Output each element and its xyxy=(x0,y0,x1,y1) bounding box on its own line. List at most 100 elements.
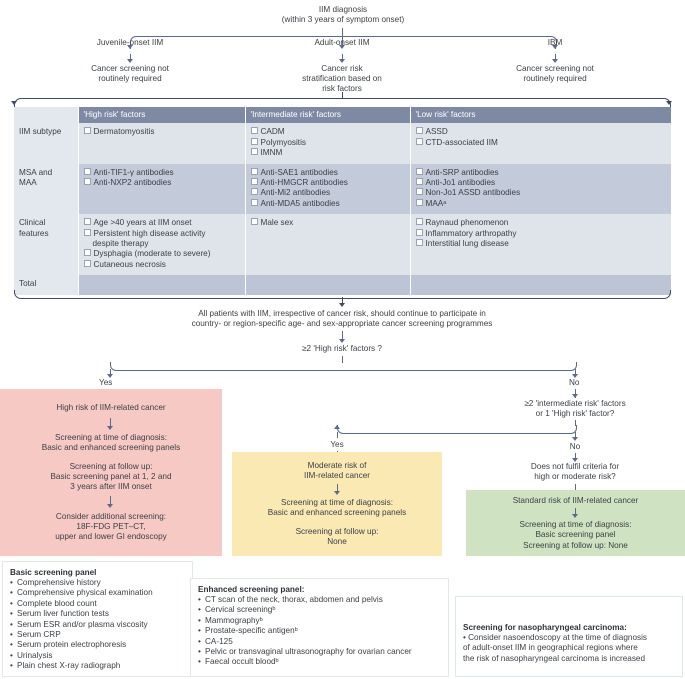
checkbox-item[interactable]: Cutaneous necrosis xyxy=(83,259,240,270)
high-risk-conn1 xyxy=(110,418,111,428)
checkbox-item[interactable]: Anti-SRP antibodies xyxy=(415,167,666,178)
list-item: Prostate-specific antigenᵇ xyxy=(198,626,441,637)
moderate-risk-title-line2: IIM-related cancer xyxy=(304,471,370,481)
table-row-total: Total xyxy=(14,275,672,295)
cell-subtype-intermediate: CADM Polymyositis IMNM xyxy=(245,123,411,164)
q2-yes-label: Yes xyxy=(330,440,344,449)
standard-risk-diagnosis-line1: Screening at time of diagnosis: xyxy=(519,520,632,529)
q2-no-to-criteria xyxy=(575,453,576,461)
table-brace-stem xyxy=(342,92,343,99)
table-header-blank xyxy=(14,107,79,124)
checkbox-icon[interactable] xyxy=(415,178,423,186)
list-item: Pelvic or transvaginal ultrasonography f… xyxy=(198,647,441,658)
checkbox-item[interactable]: Anti-SAE1 antibodies xyxy=(250,167,405,178)
checkbox-icon[interactable] xyxy=(415,137,423,145)
table-header-high: 'High risk' factors xyxy=(78,107,246,124)
checkbox-icon[interactable] xyxy=(250,178,258,186)
checkbox-icon[interactable] xyxy=(415,198,423,206)
moderate-risk-outcome-box xyxy=(232,452,442,556)
checkbox-icon[interactable] xyxy=(83,228,91,236)
cell-total-low[interactable] xyxy=(410,275,672,295)
high-risk-followup-line3: 3 years after IIM onset xyxy=(70,482,152,492)
checkbox-icon[interactable] xyxy=(250,167,258,175)
checkbox-item[interactable]: Raynaud phenomenon xyxy=(415,218,666,228)
high-risk-conn2 xyxy=(110,496,111,506)
branch-middle-stem xyxy=(342,36,343,46)
checkbox-icon[interactable] xyxy=(250,198,258,206)
checkbox-icon[interactable] xyxy=(415,167,423,175)
checkbox-icon[interactable] xyxy=(250,188,258,196)
checkbox-item[interactable]: CADM xyxy=(250,127,405,137)
high-risk-followup: Screening at follow up: Basic screening … xyxy=(0,462,222,493)
checkbox-icon[interactable] xyxy=(83,167,91,175)
checkbox-item[interactable]: Anti-Mi2 antibodies xyxy=(250,188,405,198)
list-item: Complete blood count xyxy=(10,599,185,610)
high-risk-followup-line2: Basic screening panel at 1, 2 and xyxy=(50,472,172,482)
q1-split-bracket xyxy=(110,362,577,371)
checkbox-icon[interactable] xyxy=(415,127,423,135)
checkbox-icon[interactable] xyxy=(250,137,258,145)
checkbox-icon[interactable] xyxy=(83,249,91,257)
list-item: Serum protein electrophoresis xyxy=(10,640,185,651)
adult-connector xyxy=(342,54,343,61)
cell-subtype-low: ASSD CTD-associated IIM xyxy=(410,123,672,164)
standard-risk-diagnosis: Screening at time of diagnosis: Basic sc… xyxy=(466,520,685,540)
checkbox-item[interactable]: ASSD xyxy=(415,127,666,137)
q1-yes-label: Yes xyxy=(99,378,113,387)
list-item: Serum liver function tests xyxy=(10,609,185,620)
checkbox-icon[interactable] xyxy=(83,127,91,135)
row-label-clinical-features: Clinical features xyxy=(14,214,79,276)
checkbox-item[interactable]: Dysphagia (moderate to severe) xyxy=(83,249,240,259)
checkbox-item[interactable]: Inflammatory arthropathy xyxy=(415,228,666,239)
juvenile-outcome-line2: routinely required xyxy=(98,74,162,84)
branch-right-arrow xyxy=(552,45,558,49)
checkbox-item[interactable]: CTD-associated IIM xyxy=(415,137,666,148)
question-high-risk: ≥2 'High risk' factors ? xyxy=(302,344,382,353)
cell-total-intermediate[interactable] xyxy=(245,275,411,295)
checkbox-item[interactable]: Anti-HMGCR antibodies xyxy=(250,178,405,188)
question-intermediate-risk: ≥2 'intermediate risk' factors or 1 'Hig… xyxy=(475,399,675,419)
checkbox-item[interactable]: Male sex xyxy=(250,218,405,228)
moderate-risk-conn1 xyxy=(337,484,338,493)
checkbox-item[interactable]: IMNM xyxy=(250,148,405,158)
cell-subtype-high: Dermatomyositis xyxy=(78,123,246,164)
ibm-outcome-line1: Cancer screening not xyxy=(516,64,594,73)
juvenile-outcome: Cancer screening not routinely required xyxy=(60,64,200,84)
checkbox-icon[interactable] xyxy=(415,228,423,236)
checkbox-icon[interactable] xyxy=(415,239,423,247)
checkbox-item[interactable]: Anti-MDA5 antibodies xyxy=(250,198,405,209)
q1-no-to-q2-arrow xyxy=(572,394,578,398)
checkbox-icon[interactable] xyxy=(415,188,423,196)
list-item: Faecal occult bloodᵇ xyxy=(198,657,441,668)
checkbox-icon[interactable] xyxy=(250,218,258,226)
cell-total-high[interactable] xyxy=(78,275,246,295)
checkbox-icon[interactable] xyxy=(415,218,423,226)
list-item: Cervical screeningᵇ xyxy=(198,605,441,616)
checkbox-item[interactable]: MAAᵃ xyxy=(415,198,666,209)
table-row: IIM subtype Dermatomyositis CADM Polymyo… xyxy=(14,123,672,164)
basic-screening-panel: Basic screening panel Comprehensive hist… xyxy=(2,561,193,677)
checkbox-icon[interactable] xyxy=(83,259,91,267)
checkbox-item[interactable]: Age >40 years at IIM onset xyxy=(83,218,240,228)
checkbox-icon[interactable] xyxy=(83,178,91,186)
diagram-title: IIM diagnosis (within 3 years of symptom… xyxy=(243,5,443,25)
table-brace-top xyxy=(14,98,671,107)
checkbox-item[interactable]: Anti-NXP2 antibodies xyxy=(83,178,240,188)
checkbox-item[interactable]: Anti-Jo1 antibodies xyxy=(415,178,666,188)
table-brace-bottom-stem xyxy=(342,297,343,305)
table-row: MSA and MAA Anti-TIF1-γ antibodies Anti-… xyxy=(14,163,672,215)
checkbox-item[interactable]: Anti-TIF1-γ antibodies xyxy=(83,167,240,178)
ibm-outcome-line2: routinely required xyxy=(523,74,587,84)
checkbox-item[interactable]: Polymyositis xyxy=(250,137,405,148)
checkbox-icon[interactable] xyxy=(83,218,91,226)
q1-stem xyxy=(342,356,343,363)
checkbox-item[interactable]: Interstitial lung disease xyxy=(415,239,666,249)
checkbox-item[interactable]: Dermatomyositis xyxy=(83,127,240,137)
checkbox-item[interactable]: Non-Jo1 ASSD antibodies xyxy=(415,188,666,198)
checkbox-icon[interactable] xyxy=(250,148,258,156)
juvenile-outcome-line1: Cancer screening not xyxy=(91,64,169,73)
checkbox-icon[interactable] xyxy=(250,127,258,135)
q2-line1: ≥2 'intermediate risk' factors xyxy=(524,399,626,408)
checkbox-item[interactable]: Persistent high disease activity xyxy=(83,228,240,239)
moderate-risk-title-line1: Moderate risk of xyxy=(307,461,367,470)
